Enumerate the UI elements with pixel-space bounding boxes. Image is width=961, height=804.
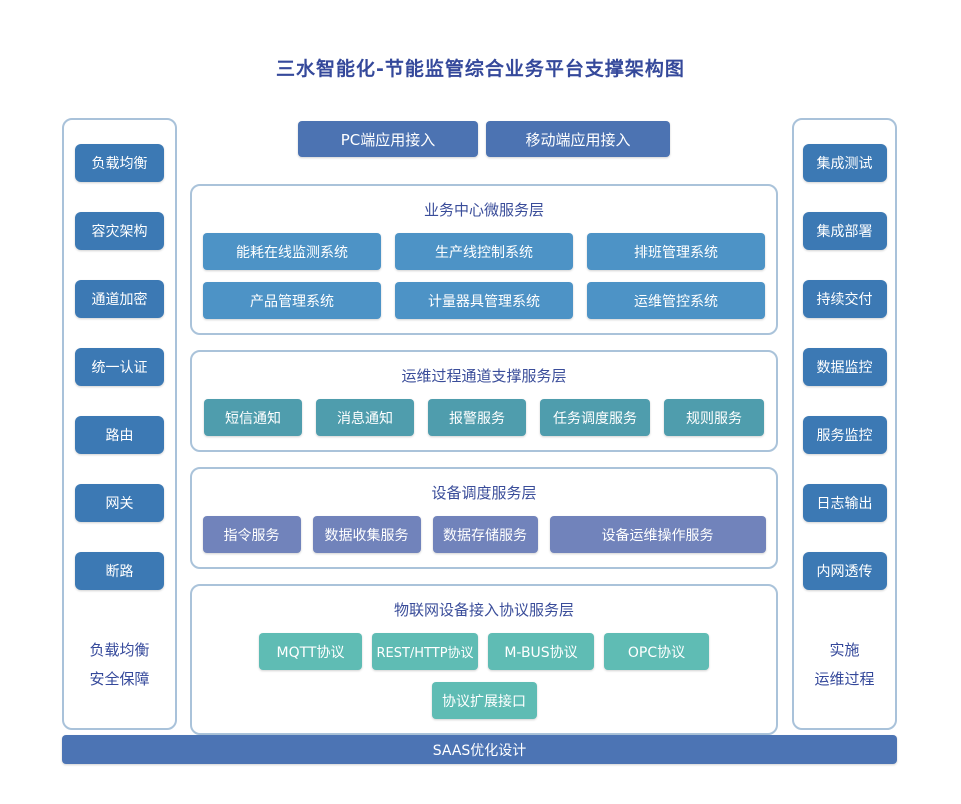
right-footer-line-2: 运维过程 <box>814 670 875 688</box>
mobile-access-box: 移动端应用接入 <box>486 121 670 157</box>
right-item-integration-deployment: 集成部署 <box>802 212 887 250</box>
right-item-service-monitoring: 服务监控 <box>802 416 887 454</box>
rest-http-protocol-box: REST/HTTP协议 <box>372 633 478 670</box>
right-item-continuous-delivery: 持续交付 <box>802 280 887 318</box>
device-om-operation-service-box: 设备运维操作服务 <box>549 516 766 553</box>
layer-iot-protocol: 物联网设备接入协议服务层 MQTT协议 REST/HTTP协议 M-BUS协议 … <box>190 584 778 735</box>
layer-boxes: 指令服务 数据收集服务 数据存储服务 设备运维操作服务 <box>192 516 776 553</box>
layer-boxes: 短信通知 消息通知 报警服务 任务调度服务 规则服务 <box>192 399 776 436</box>
protocol-extension-interface-box: 协议扩展接口 <box>431 682 537 719</box>
layer-device-scheduling: 设备调度服务层 指令服务 数据收集服务 数据存储服务 设备运维操作服务 <box>190 467 778 569</box>
right-item-data-monitoring: 数据监控 <box>802 348 887 386</box>
data-storage-service-box: 数据存储服务 <box>432 516 538 553</box>
pc-access-box: PC端应用接入 <box>298 121 478 157</box>
production-line-control-box: 生产线控制系统 <box>395 233 573 270</box>
metering-instrument-system-box: 计量器具管理系统 <box>395 282 573 319</box>
right-item-intranet-tunnel: 内网透传 <box>802 552 887 590</box>
left-item-gateway: 网关 <box>75 484 164 522</box>
right-item-integration-testing: 集成测试 <box>802 144 887 182</box>
left-footer-line-2: 安全保障 <box>89 670 150 688</box>
right-footer-label: 实施 运维过程 <box>814 636 874 694</box>
right-item-log-output: 日志输出 <box>802 484 887 522</box>
layer-boxes: MQTT协议 REST/HTTP协议 M-BUS协议 OPC协议 协议扩展接口 <box>192 633 776 719</box>
center-column: PC端应用接入 移动端应用接入 业务中心微服务层 能耗在线监测系统 生产线控制系… <box>190 121 778 735</box>
task-scheduling-service-box: 任务调度服务 <box>540 399 650 436</box>
layer-title: 运维过程通道支撑服务层 <box>401 367 567 385</box>
right-sidebar: 集成测试 集成部署 持续交付 数据监控 服务监控 日志输出 内网透传 实施 运维… <box>792 118 897 730</box>
energy-monitoring-system-box: 能耗在线监测系统 <box>203 233 381 270</box>
shift-scheduling-system-box: 排班管理系统 <box>587 233 765 270</box>
left-footer-label: 负载均衡 安全保障 <box>89 636 149 694</box>
page-title: 三水智能化-节能监管综合业务平台支撑架构图 <box>276 58 685 80</box>
command-service-box: 指令服务 <box>202 516 301 553</box>
om-control-system-box: 运维管控系统 <box>587 282 765 319</box>
left-item-load-balancing: 负载均衡 <box>75 144 164 182</box>
right-footer-line-1: 实施 <box>829 641 860 659</box>
layer-om-channel-support: 运维过程通道支撑服务层 短信通知 消息通知 报警服务 任务调度服务 规则服务 <box>190 350 778 452</box>
left-sidebar: 负载均衡 容灾架构 通道加密 统一认证 路由 网关 断路 负载均衡 安全保障 <box>62 118 177 730</box>
product-management-system-box: 产品管理系统 <box>203 282 381 319</box>
alarm-service-box: 报警服务 <box>428 399 526 436</box>
left-footer-line-1: 负载均衡 <box>89 641 150 659</box>
layer-business-microservices: 业务中心微服务层 能耗在线监测系统 生产线控制系统 排班管理系统 产品管理系统 … <box>190 184 778 335</box>
left-item-circuit-breaker: 断路 <box>75 552 164 590</box>
left-item-channel-encryption: 通道加密 <box>75 280 164 318</box>
rule-service-box: 规则服务 <box>664 399 764 436</box>
layer-boxes: 能耗在线监测系统 生产线控制系统 排班管理系统 产品管理系统 计量器具管理系统 … <box>192 233 776 319</box>
layer-title: 设备调度服务层 <box>431 484 537 502</box>
layer-title: 物联网设备接入协议服务层 <box>393 601 574 619</box>
left-item-routing: 路由 <box>75 416 164 454</box>
message-notification-box: 消息通知 <box>316 399 414 436</box>
access-row: PC端应用接入 移动端应用接入 <box>190 121 778 157</box>
m-bus-protocol-box: M-BUS协议 <box>488 633 594 670</box>
opc-protocol-box: OPC协议 <box>604 633 709 670</box>
saas-optimization-bar: SAAS优化设计 <box>62 735 897 764</box>
layer-title: 业务中心微服务层 <box>423 201 544 219</box>
left-item-disaster-recovery: 容灾架构 <box>75 212 164 250</box>
mqtt-protocol-box: MQTT协议 <box>259 633 362 670</box>
data-collection-service-box: 数据收集服务 <box>312 516 421 553</box>
left-item-unified-auth: 统一认证 <box>75 348 164 386</box>
sms-notification-box: 短信通知 <box>204 399 302 436</box>
